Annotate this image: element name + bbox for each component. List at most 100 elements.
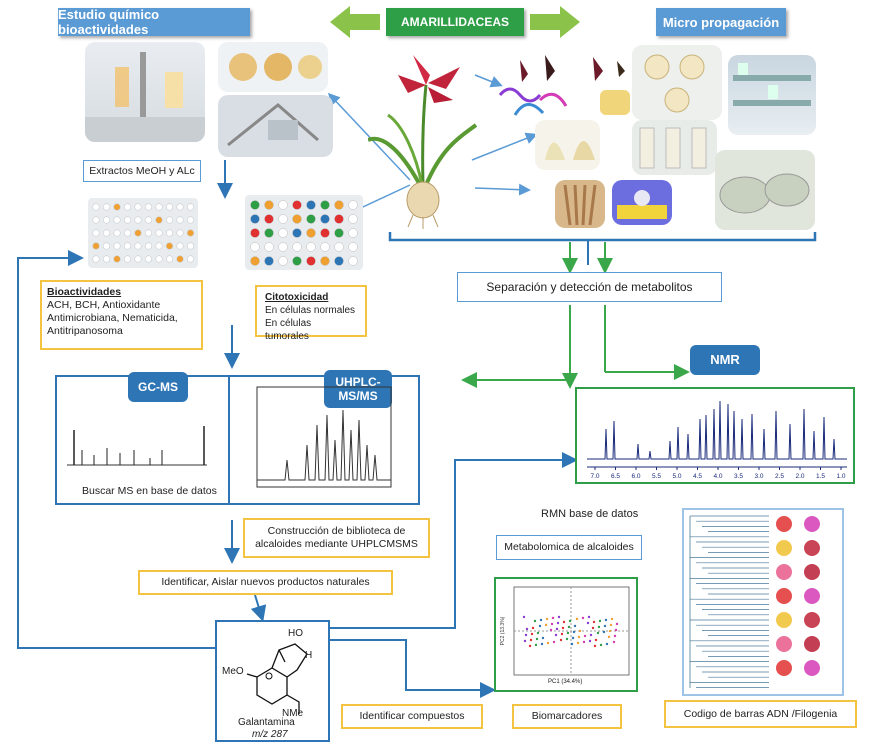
well xyxy=(306,214,316,224)
well xyxy=(155,255,163,263)
well xyxy=(155,203,163,211)
well xyxy=(92,229,100,237)
well xyxy=(320,256,330,266)
flower-thumbnail xyxy=(804,660,820,676)
well xyxy=(250,200,260,210)
metabolomica-label: Metabolomica de alcaloides xyxy=(504,541,634,553)
well xyxy=(334,200,344,210)
well xyxy=(113,229,121,237)
flower-thumbnail xyxy=(776,516,792,532)
culture-photo xyxy=(612,180,672,225)
well xyxy=(144,242,153,250)
flower-thumbnail xyxy=(804,564,820,580)
well xyxy=(264,214,274,224)
pca-point xyxy=(587,615,591,619)
pca-point xyxy=(582,640,586,644)
pca-point xyxy=(568,619,572,623)
pca-point xyxy=(538,624,542,628)
amaryllis-plant-illustration xyxy=(367,45,478,230)
well xyxy=(134,242,142,250)
pca-ylabel: PC2 (13.3%) xyxy=(500,616,506,645)
well xyxy=(92,216,100,224)
identificar-aislar-label: Identificar, Aislar nuevos productos nat… xyxy=(161,576,370,588)
pca-point xyxy=(594,638,598,642)
pca-point xyxy=(609,623,613,627)
well xyxy=(292,214,302,224)
well xyxy=(306,242,316,252)
construccion-label: Construcción de biblioteca de alcaloides… xyxy=(255,525,418,550)
well xyxy=(264,228,274,238)
micropropagation-photo-3 xyxy=(632,120,717,175)
nmr-tick-label: 5.5 xyxy=(652,473,661,480)
pca-point xyxy=(607,635,611,639)
nmr-tick-label: 4.0 xyxy=(713,473,722,480)
pca-point xyxy=(560,632,564,636)
pca-point xyxy=(561,626,565,630)
well xyxy=(102,203,111,211)
biomarcadores-label: Biomarcadores xyxy=(531,710,603,722)
pca-point xyxy=(613,634,617,638)
pca-point xyxy=(562,620,566,624)
galantamina-box xyxy=(215,620,330,742)
well xyxy=(176,242,184,250)
rmn-db-label: RMN base de datos xyxy=(541,508,639,520)
well xyxy=(250,228,260,238)
uhplc-pill: UHPLC- MS/MS xyxy=(324,370,392,408)
well xyxy=(292,200,302,210)
pca-point xyxy=(556,621,560,625)
pca-point xyxy=(529,638,533,642)
pca-point xyxy=(531,626,535,630)
well xyxy=(278,200,288,210)
codigo-barras-label: Codigo de barras ADN /Filogenia xyxy=(683,707,838,720)
pca-point xyxy=(539,618,543,622)
well xyxy=(334,228,344,238)
header-bio-label: Estudio químico bioactividades xyxy=(58,7,160,37)
mol-meo: MeO xyxy=(222,666,244,677)
well xyxy=(250,214,260,224)
well xyxy=(134,216,142,224)
well xyxy=(264,200,274,210)
well xyxy=(92,203,100,211)
lab-photo-3 xyxy=(218,95,333,157)
pca-point xyxy=(576,641,580,645)
nmr-tick-label: 4.5 xyxy=(693,473,702,480)
pca-point xyxy=(593,644,597,648)
pca-xlabel: PC1 (34.4%) xyxy=(548,679,583,685)
nmr-tick-label: 6.5 xyxy=(611,473,620,480)
gcms-pill: GC-MS xyxy=(128,372,188,402)
pca-point xyxy=(545,617,549,621)
pca-point xyxy=(544,623,548,627)
filogenia-frame xyxy=(682,508,844,696)
phylogenetic-tree xyxy=(689,515,820,688)
nmr-pill: NMR xyxy=(690,345,760,375)
metabolomica-box: Metabolomica de alcaloides xyxy=(496,535,642,560)
well xyxy=(186,203,195,211)
pca-point xyxy=(603,624,607,628)
pca-point xyxy=(588,639,592,643)
pca-point xyxy=(583,634,587,638)
mol-h: H xyxy=(305,650,313,661)
well xyxy=(134,229,142,237)
construccion-box: Construcción de biblioteca de alcaloides… xyxy=(243,518,430,558)
pca-point xyxy=(592,620,596,624)
well xyxy=(186,242,195,250)
well xyxy=(113,203,121,211)
well xyxy=(102,229,111,237)
well xyxy=(165,203,174,211)
nmr-tick-label: 3.0 xyxy=(754,473,763,480)
buscar-label: Buscar MS en base de datos xyxy=(82,485,217,497)
well xyxy=(320,200,330,210)
well xyxy=(102,216,111,224)
pca-point xyxy=(534,643,538,647)
lab-photo-2 xyxy=(218,42,328,92)
pca-point xyxy=(549,628,553,632)
lab-photo-1 xyxy=(85,42,205,142)
well xyxy=(306,256,316,266)
well xyxy=(176,229,184,237)
nmr-tick-label: 1.5 xyxy=(816,473,825,480)
pca-point xyxy=(528,644,532,648)
well xyxy=(306,228,316,238)
pca-point xyxy=(614,628,618,632)
pca-point xyxy=(571,636,575,640)
well xyxy=(92,255,100,263)
